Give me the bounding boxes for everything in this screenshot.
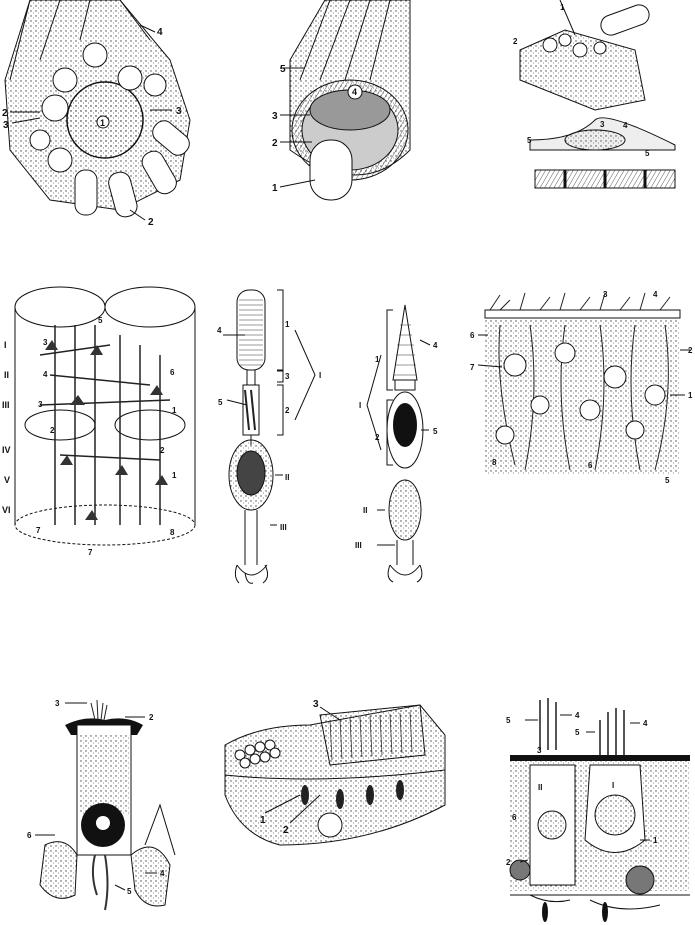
label-1: 1 (653, 836, 658, 845)
label-5: 5 (665, 476, 670, 485)
label-8: 8 (492, 458, 497, 467)
region-label: II (363, 506, 367, 515)
label-3: 3 (313, 699, 319, 710)
label-2: 2 (160, 446, 165, 455)
label-1: 1 (688, 391, 693, 400)
label-4: 4 (653, 290, 658, 299)
label-2: 2 (149, 713, 154, 722)
label-6: 6 (470, 331, 475, 340)
label-3: 3 (600, 120, 605, 129)
rod-cell-illustration: 4 1 3 2 5 I II III (215, 285, 345, 595)
layer-label: IV (2, 445, 11, 455)
label-3: 3 (38, 400, 43, 409)
label-6: 6 (170, 368, 175, 377)
label-5: 5 (218, 398, 223, 407)
label-2: 2 (2, 108, 8, 119)
nerve-ending-illustration: 1 2 3 4 5 5 (505, 0, 695, 200)
label-1: 1 (560, 3, 565, 12)
label-1: 1 (172, 471, 177, 480)
label-8: 8 (170, 528, 175, 537)
label-1: 1 (375, 355, 380, 364)
label-2: 2 (50, 426, 55, 435)
label-3: 3 (285, 372, 290, 381)
label-2: 2 (513, 37, 518, 46)
label-7: 7 (470, 363, 475, 372)
label-3: 3 (55, 699, 60, 708)
layer-label: II (4, 370, 9, 380)
region-label: I (319, 371, 321, 380)
label-2: 2 (688, 346, 693, 355)
label-1: 1 (172, 406, 177, 415)
label-4: 4 (217, 326, 222, 335)
label-1: 1 (100, 819, 105, 828)
region-label: I (359, 401, 361, 410)
region-label: III (355, 541, 362, 550)
label-7: 7 (88, 548, 93, 557)
nerve-cross-section-illustration: 2 3 3 4 2 1 (0, 0, 200, 230)
label-5: 5 (433, 427, 438, 436)
label-3: 3 (603, 290, 608, 299)
label-5: 5 (506, 716, 511, 725)
label-5: 5 (98, 316, 103, 325)
layer-label: I (4, 340, 7, 350)
olfactory-epithelium-illustration: 6 7 3 4 2 1 8 6 5 (470, 285, 695, 490)
label-2: 2 (283, 825, 289, 836)
label-6: 6 (27, 831, 32, 840)
label-2: 2 (272, 138, 278, 149)
cone-cell-illustration: 4 1 2 5 I II III (345, 300, 465, 590)
label-4: 4 (43, 370, 48, 379)
layer-label: III (2, 400, 10, 410)
region-label: II (285, 473, 289, 482)
sensory-cell-illustration: 3 2 1 6 4 5 (25, 695, 195, 920)
epithelium-block-illustration: 3 1 2 (220, 695, 460, 850)
label-2: 2 (375, 433, 380, 442)
label-3: 3 (272, 111, 278, 122)
label-4: 4 (433, 341, 438, 350)
myelinated-fiber-illustration: 4 5 3 2 1 (270, 0, 430, 230)
label-2: 2 (148, 217, 154, 228)
label-4: 4 (160, 869, 165, 878)
label-4: 4 (157, 27, 163, 38)
layer-label: V (4, 475, 10, 485)
region-label: III (280, 523, 287, 532)
layer-label: VI (2, 505, 11, 515)
label-1: 1 (272, 183, 278, 194)
label-6: 6 (588, 461, 593, 470)
label-3: 3 (43, 338, 48, 347)
label-2: 2 (285, 406, 290, 415)
label-5: 5 (527, 136, 532, 145)
region-label: II (538, 783, 542, 792)
label-5: 5 (280, 64, 286, 75)
label-4: 4 (575, 711, 580, 720)
label-5: 5 (127, 887, 132, 896)
label-3: 3 (537, 746, 542, 755)
label-1: 1 (285, 320, 290, 329)
region-label: I (612, 781, 614, 790)
label-4: 4 (352, 87, 357, 97)
label-7: 7 (36, 526, 41, 535)
label-5: 5 (575, 728, 580, 737)
cortical-column-illustration: I II III IV V VI 3 4 3 2 5 6 1 1 1 2 7 7… (0, 285, 210, 560)
label-3: 3 (176, 106, 182, 117)
label-4: 4 (623, 121, 628, 130)
hair-cell-illustration: 5 4 5 4 3 II I 6 2 1 (500, 690, 695, 925)
label-3: 3 (3, 120, 9, 131)
label-5: 5 (645, 149, 650, 158)
label-2: 2 (506, 858, 511, 867)
label-1: 1 (100, 118, 105, 128)
label-4: 4 (643, 719, 648, 728)
label-1: 1 (260, 815, 266, 826)
label-6: 6 (512, 813, 517, 822)
